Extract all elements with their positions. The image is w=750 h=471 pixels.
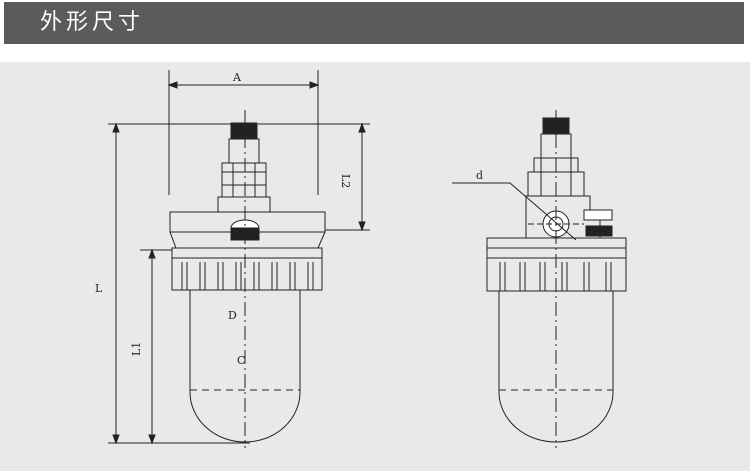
front-view: [108, 70, 370, 448]
port-cap: [230, 122, 258, 140]
d-leader: [509, 182, 577, 241]
port-neck: [228, 138, 260, 164]
side-view: [452, 110, 627, 448]
ring-ribs: [181, 262, 314, 290]
hex-nut: [221, 162, 267, 198]
dim-d-inner-label: D: [228, 309, 237, 322]
ring-top: [171, 247, 323, 259]
dim-d-port-label: d: [476, 169, 483, 182]
drawing-panel: [0, 62, 750, 471]
side-plug: [585, 225, 613, 237]
dim-l1-label: L1: [130, 342, 143, 356]
dim-c-label: C: [237, 354, 245, 367]
header-bar: 外形尺寸: [4, 2, 744, 44]
page-title: 外形尺寸: [40, 10, 145, 35]
ribbed-ring: [171, 257, 323, 291]
dim-l-label: L: [95, 282, 103, 295]
dim-a-label: A: [232, 71, 242, 84]
lower-neck: [217, 196, 271, 213]
dim-l2-label: L2: [339, 174, 352, 188]
side-ring-ribs: [499, 262, 612, 291]
